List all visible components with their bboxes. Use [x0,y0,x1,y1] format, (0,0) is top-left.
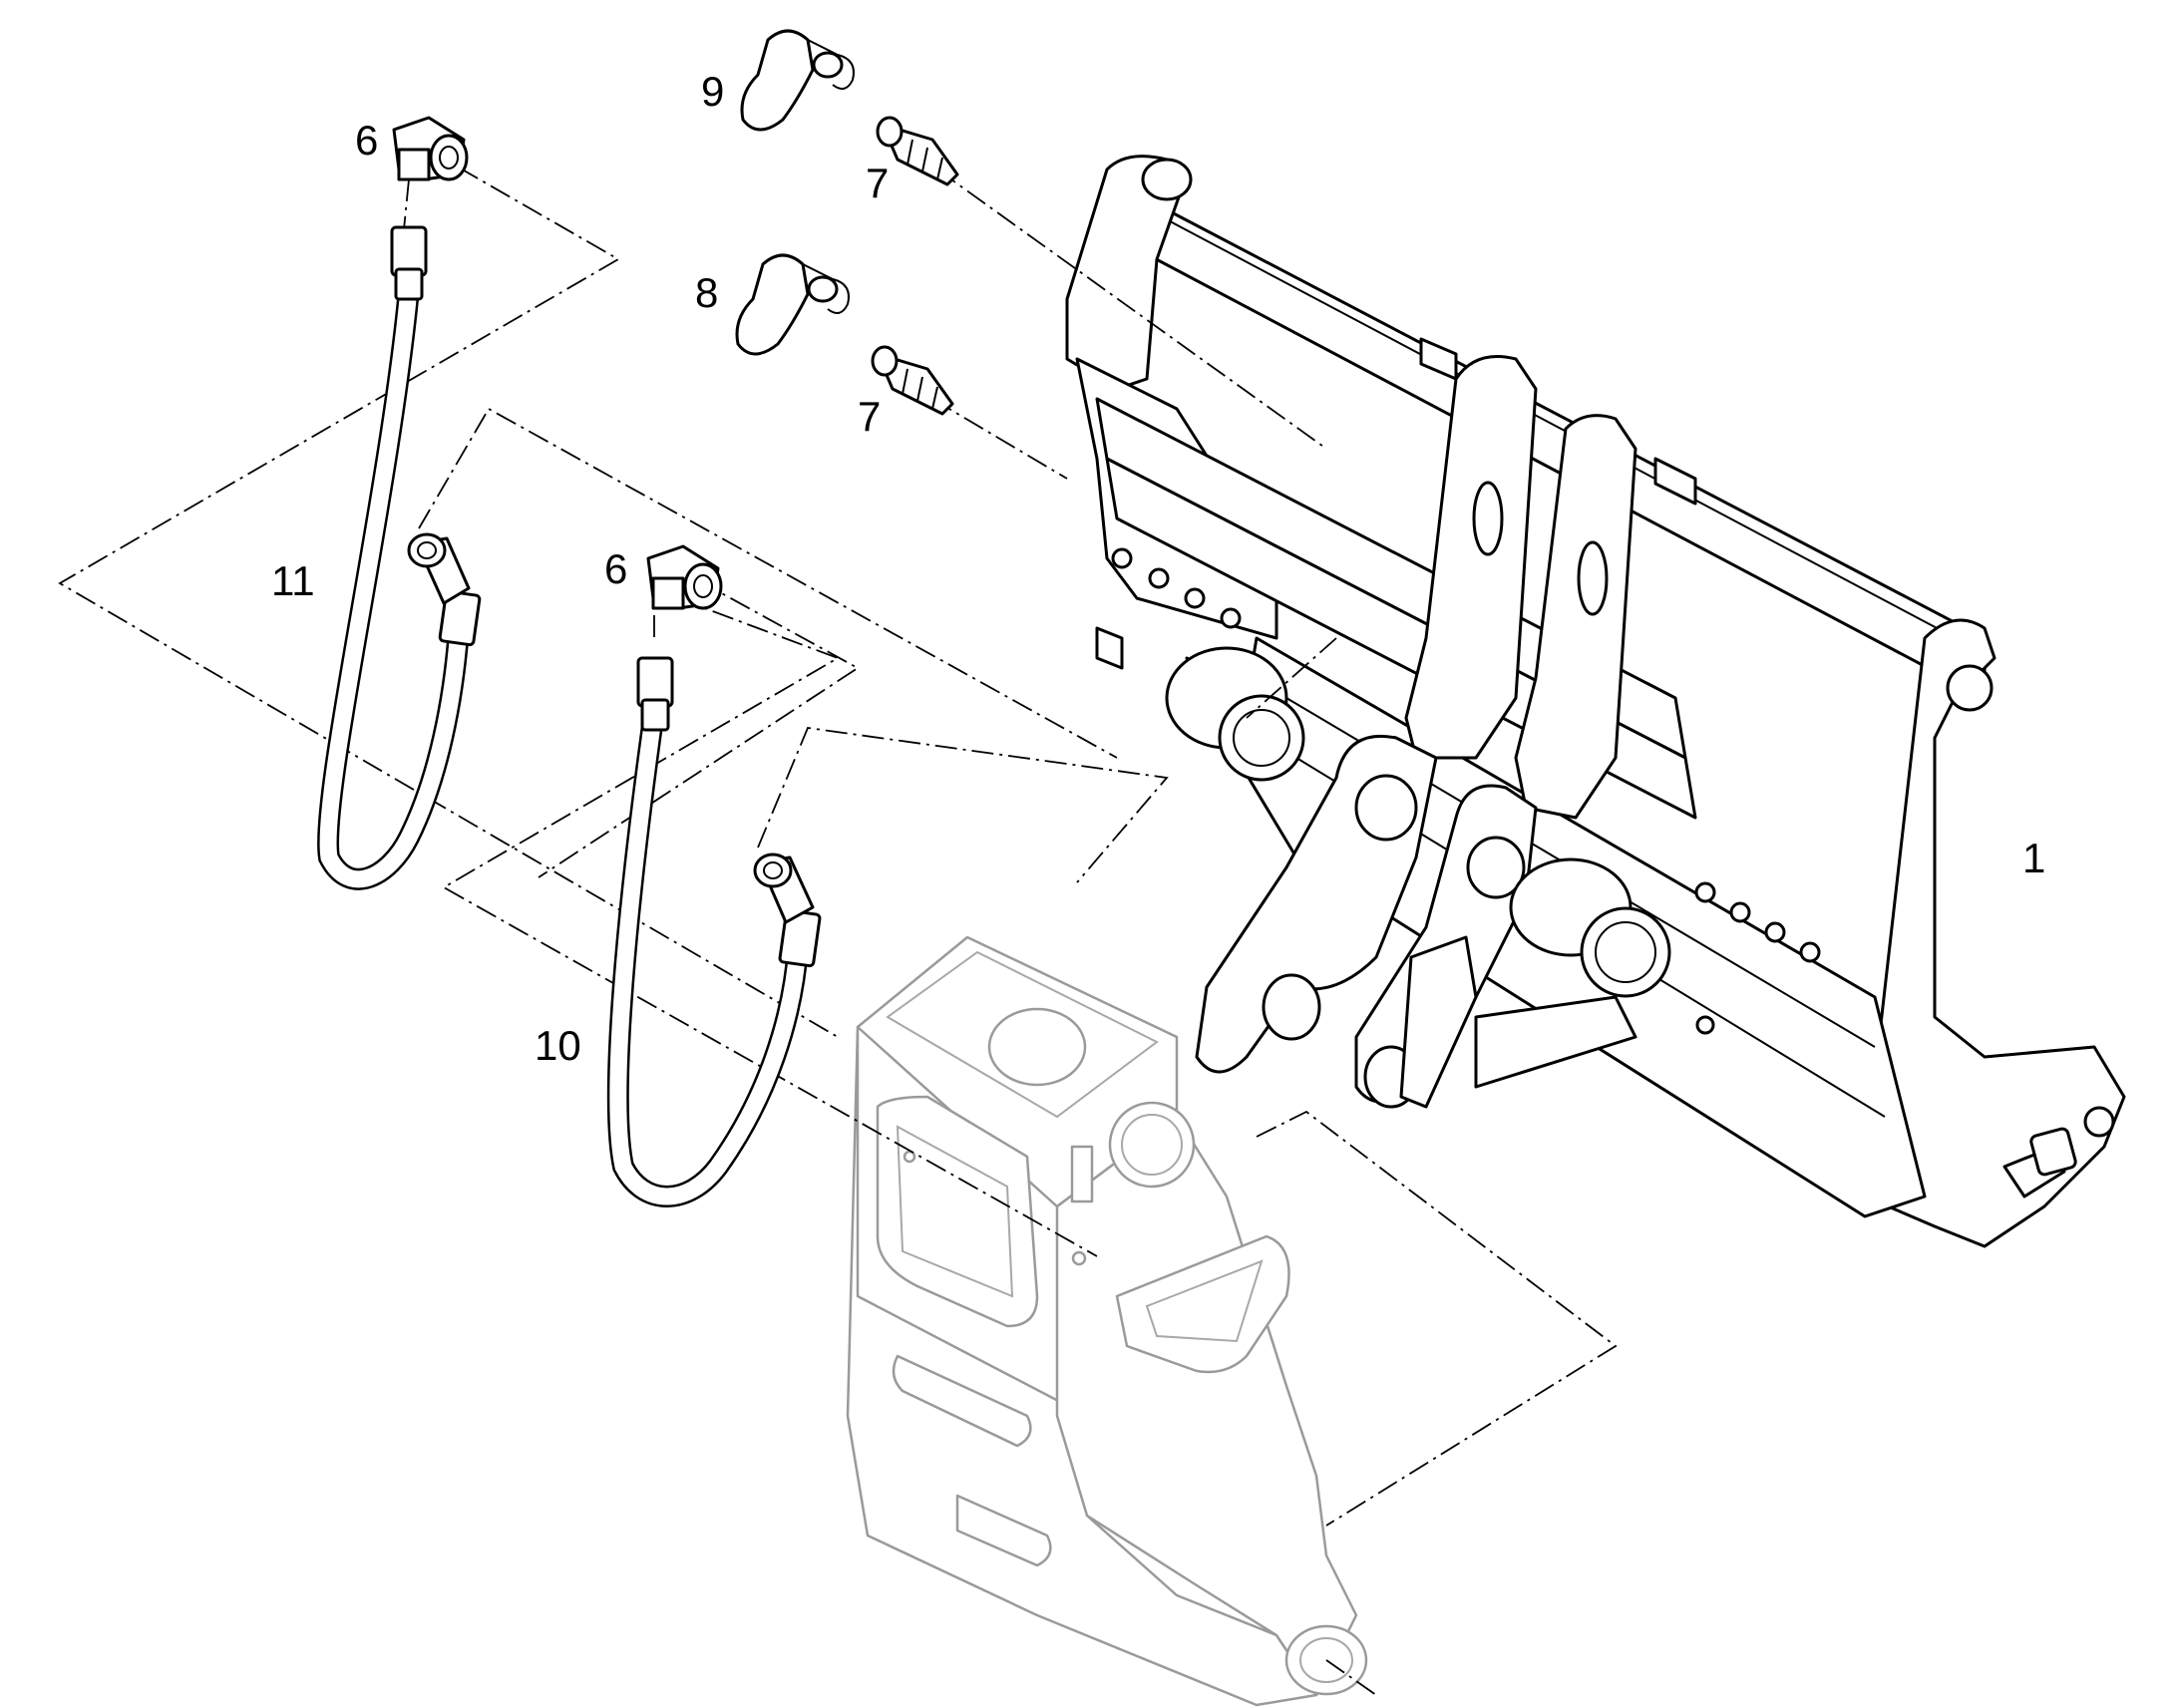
elbow-fitting-6a [392,116,469,181]
callout-6-middle: 6 [604,545,627,592]
callout-7-top: 7 [866,160,889,206]
callout-7-bottom: 7 [858,393,881,440]
callout-9: 9 [701,68,724,115]
callout-10: 10 [535,1022,581,1069]
hose-item-10 [606,656,822,1207]
main-frame-assembly [1065,155,2126,1248]
support-arm-ghost [846,935,1368,1707]
callout-6-top: 6 [355,117,378,164]
callout-11: 11 [271,557,315,604]
dust-cap-8 [735,253,850,356]
hose-item-11 [317,225,482,890]
coupling-7b [871,345,954,416]
elbow-fitting-6b [646,544,723,610]
coupling-7a [876,116,959,186]
dust-cap-9 [740,29,855,132]
callout-1: 1 [2022,835,2045,881]
callout-8: 8 [695,269,718,316]
